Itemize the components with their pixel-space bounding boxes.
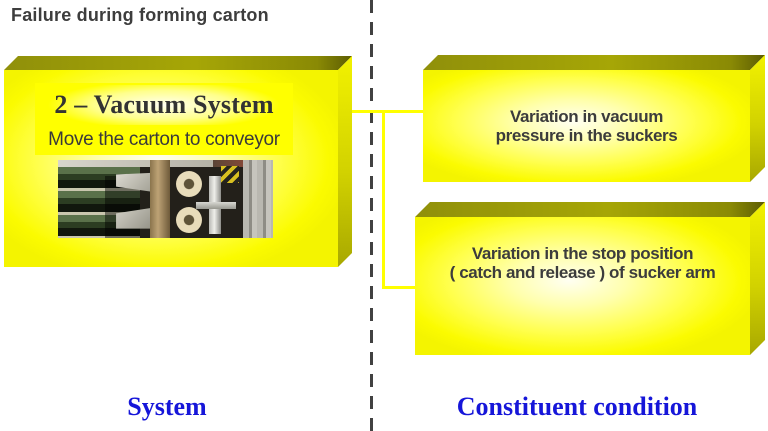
system-box-label-band: 2 – Vacuum System Move the carton to con… — [35, 83, 293, 155]
condition-text-line: pressure in the suckers — [495, 126, 678, 145]
condition-box-vacuum-pressure: Variation in vacuum pressure in the suck… — [423, 55, 765, 182]
system-box-side-face — [338, 56, 352, 267]
condition-box-front-face: Variation in the stop position ( catch a… — [415, 217, 750, 355]
photo-center-column — [150, 160, 170, 238]
system-box-title: 2 – Vacuum System — [35, 85, 293, 125]
condition-box-side-face — [750, 55, 765, 182]
condition-text-line: Variation in vacuum — [509, 107, 663, 126]
photo-hazard-stripe — [221, 166, 239, 184]
connector-line-bottom — [382, 286, 417, 289]
photo-sucker-cup-bottom — [176, 206, 203, 233]
footer-label-constituent-condition: Constituent condition — [456, 392, 698, 421]
condition-box-top-face — [423, 55, 765, 70]
condition-text-line: ( catch and release ) of sucker arm — [449, 263, 716, 282]
vacuum-machine-photo — [58, 160, 273, 238]
footer-label-system: System — [127, 392, 207, 421]
page-title: Failure during forming carton — [11, 5, 269, 25]
photo-right-frame — [242, 160, 273, 238]
condition-box-top-face — [415, 202, 765, 217]
condition-box-front-face: Variation in vacuum pressure in the suck… — [423, 70, 750, 182]
photo-sucker-arm — [195, 202, 237, 210]
system-box: 2 – Vacuum System Move the carton to con… — [4, 56, 352, 267]
condition-box-side-face — [750, 202, 765, 355]
condition-text-line: Variation in the stop position — [471, 244, 694, 263]
connector-line-vertical — [382, 110, 385, 289]
system-box-top-face — [4, 56, 352, 70]
photo-top-rail — [58, 160, 213, 167]
system-box-subtitle: Move the carton to conveyor — [48, 129, 280, 150]
photo-metal-bracket-bottom — [116, 206, 160, 229]
photo-metal-bracket-top — [116, 172, 160, 193]
photo-sucker-cup-top — [176, 170, 203, 197]
condition-box-stop-position: Variation in the stop position ( catch a… — [415, 202, 765, 355]
system-box-front-face: 2 – Vacuum System Move the carton to con… — [4, 70, 338, 267]
dashed-divider-line — [370, 0, 373, 431]
